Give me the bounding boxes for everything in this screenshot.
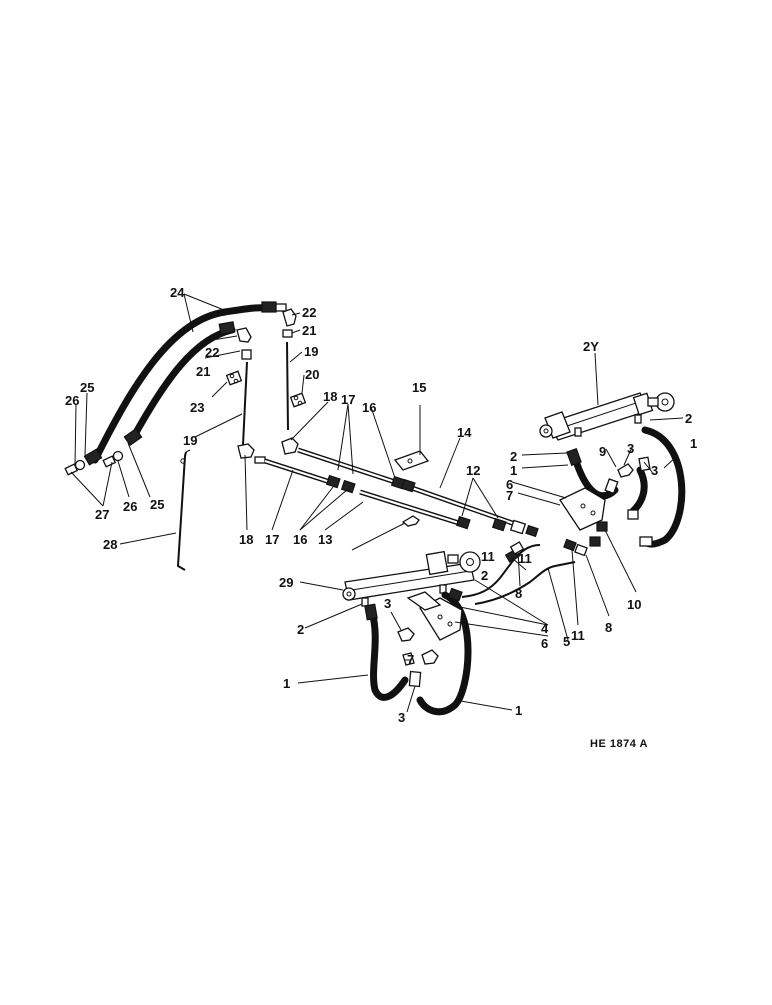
left-hoses-1 xyxy=(368,591,472,716)
callout-26-bottom: 26 xyxy=(123,499,137,514)
callout-labels: 24 22 21 19 20 22 21 23 19 25 26 27 26 2… xyxy=(65,285,697,725)
callout-28: 28 xyxy=(103,537,117,552)
callout-1-left-bottom: 1 xyxy=(515,703,522,718)
clip-23 xyxy=(225,370,243,386)
callout-24-top: 24 xyxy=(170,285,185,300)
leader-lines xyxy=(70,293,684,713)
callout-3-left-bottom: 3 xyxy=(398,710,405,725)
tube-nuts-16 xyxy=(325,474,416,494)
callout-11-right-b: 11 xyxy=(571,628,585,643)
callout-19-left: 19 xyxy=(183,433,197,448)
callout-2-left: 2 xyxy=(297,622,304,637)
callout-3-left-top: 3 xyxy=(384,596,391,611)
tubes-4-5 xyxy=(461,544,576,605)
plate-15 xyxy=(393,450,430,471)
callout-4: 4 xyxy=(541,621,549,636)
callout-17-bottom: 17 xyxy=(265,532,279,547)
callout-19-right: 19 xyxy=(304,344,318,359)
callout-6-right: 6 xyxy=(506,477,513,492)
elbows-18 xyxy=(237,437,299,464)
callout-21-right: 21 xyxy=(302,323,316,338)
rod-28 xyxy=(176,449,191,571)
callout-18-bottom: 18 xyxy=(239,532,253,547)
callout-6-left: 6 xyxy=(541,636,548,651)
fittings-25-26-27 xyxy=(64,428,143,476)
callout-25-bottom: 25 xyxy=(150,497,164,512)
callout-21-left: 21 xyxy=(196,364,210,379)
callout-12: 12 xyxy=(466,463,480,478)
callout-11-left: 11 xyxy=(481,549,495,564)
callout-8-right-a: 8 xyxy=(515,586,522,601)
callout-2-left-mid: 2 xyxy=(481,568,488,583)
left-bracket-6-7 xyxy=(406,591,463,641)
hose-end-fittings-top xyxy=(218,301,287,335)
callout-7-right: 7 xyxy=(506,488,513,503)
callout-17-top: 17 xyxy=(341,392,355,407)
callout-1-right-mid: 1 xyxy=(510,463,517,478)
left-hose-fittings xyxy=(364,587,463,688)
callout-24-right: 2Y xyxy=(583,339,599,354)
callout-3-right-a: 3 xyxy=(627,441,634,456)
right-hose-fittings xyxy=(566,447,653,547)
fittings-11-8 xyxy=(504,521,608,563)
callout-22-left: 22 xyxy=(205,345,219,360)
callout-1-left: 1 xyxy=(283,676,290,691)
callout-15: 15 xyxy=(412,380,426,395)
clip-20 xyxy=(289,392,307,408)
right-bracket-6-7 xyxy=(559,487,606,531)
callout-23: 23 xyxy=(190,400,204,415)
callout-20: 20 xyxy=(305,367,319,382)
callout-2-right-mid: 2 xyxy=(510,449,517,464)
callout-5: 5 xyxy=(563,634,570,649)
central-tubes-17-14-13 xyxy=(264,447,516,527)
right-hydraulic-cylinder xyxy=(539,392,675,441)
callout-3-right-b: 3 xyxy=(651,463,658,478)
fittings-12 xyxy=(455,515,539,538)
callout-29: 29 xyxy=(279,575,293,590)
clip-30 xyxy=(401,515,420,527)
callout-7-left: 7 xyxy=(407,652,414,667)
callout-11-right-a: 11 xyxy=(518,551,532,566)
hose-assembly-24 xyxy=(91,304,272,464)
callout-16-top: 16 xyxy=(362,400,376,415)
callout-26-top: 26 xyxy=(65,393,79,408)
callout-14: 14 xyxy=(457,425,472,440)
callout-9: 9 xyxy=(599,444,606,459)
callout-25-top: 25 xyxy=(80,380,94,395)
callout-18-top: 18 xyxy=(323,389,337,404)
callout-2-right-top: 2 xyxy=(685,411,692,426)
callout-1-right-top: 1 xyxy=(690,436,697,451)
callout-13: 13 xyxy=(318,532,332,547)
elbow-fittings-22-21 xyxy=(236,308,297,360)
callout-8-right-b: 8 xyxy=(605,620,612,635)
drawing-reference-code: HE 1874 A xyxy=(590,738,648,750)
callout-16-bottom: 16 xyxy=(293,532,307,547)
callout-10: 10 xyxy=(627,597,641,612)
tubes-19 xyxy=(242,341,289,446)
left-hydraulic-cylinder-29 xyxy=(342,550,481,607)
callout-27: 27 xyxy=(95,507,109,522)
callout-22-right: 22 xyxy=(302,305,316,320)
